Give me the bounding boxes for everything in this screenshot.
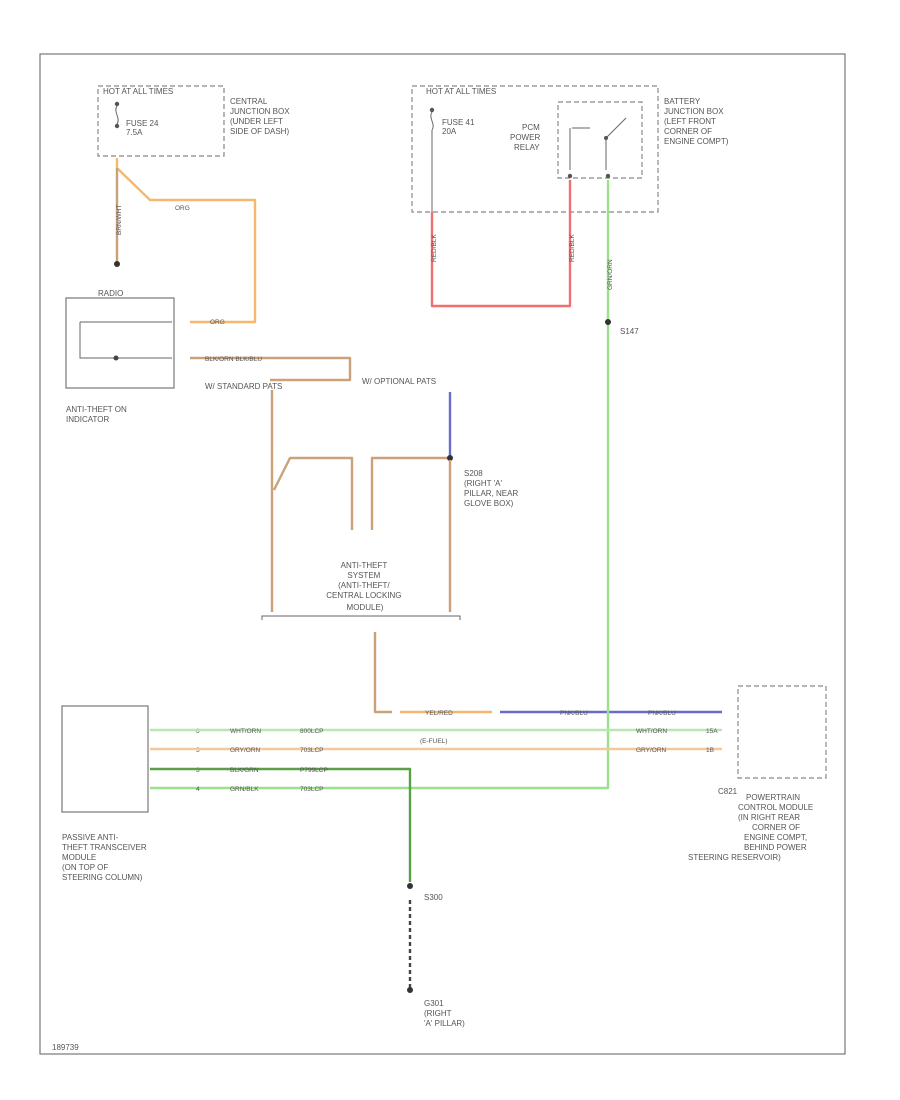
cjb-dashed-box	[97, 85, 225, 157]
pats-box	[61, 705, 149, 813]
radio-box	[65, 297, 175, 389]
row4-wire: GRN/BLK	[230, 786, 259, 793]
wire-label-redblk: RED/BLK	[431, 234, 438, 262]
row2-pin: 1B	[706, 747, 714, 754]
pcm-dashed-box	[737, 685, 827, 779]
wire-label-yelred: YEL/RED	[425, 710, 453, 717]
bjb-label: BATTERY JUNCTION BOX (LEFT FRONT CORNER …	[664, 97, 729, 146]
row1-circuit: 800LCP	[300, 728, 324, 735]
wire-label-redblk-2: RED/BLK	[569, 234, 576, 262]
row1-pin: 15A	[706, 728, 718, 735]
opt-pats-label: W/ OPTIONAL PATS	[362, 377, 436, 386]
pats-pin-3: 3	[196, 767, 200, 774]
wire-label-brnwht: BRN/WHT	[116, 205, 123, 235]
pcm-relay-box	[557, 101, 643, 179]
s208-splice-dot	[447, 455, 453, 461]
fuse41-top-dot	[429, 107, 435, 113]
row3-wire: BLK/GRN	[230, 767, 259, 774]
wire-label-grnorn: GRN/ORN	[607, 259, 614, 290]
antitheft-module-bar	[261, 615, 461, 620]
radio-label: RADIO	[98, 289, 123, 298]
pats-label: PASSIVE ANTI- THEFT TRANSCEIVER MODULE (…	[62, 833, 149, 882]
fuse24-symbol	[115, 105, 119, 125]
wire-label-pnkblu-2: PNK/BLU	[648, 710, 676, 717]
antitheft-system-module: ANTI-THEFT SYSTEM (ANTI-THEFT/ CENTRAL L…	[261, 561, 461, 620]
relay-contacts	[569, 117, 627, 170]
wire-module-out	[373, 632, 392, 714]
wire-label-pnkblu: PNK/BLU	[560, 710, 588, 717]
row2-wire: GRY/ORN	[230, 747, 261, 754]
row1-wire: WHT/ORN	[230, 728, 261, 735]
g301-ground-dot	[407, 987, 413, 993]
pcm-label: POWERTRAIN CONTROL MODULE (IN RIGHT REAR…	[688, 793, 816, 862]
fuse41-symbol	[430, 111, 434, 131]
wire-label-org-2: ORG	[210, 319, 225, 326]
wire-row3	[150, 767, 412, 882]
wire-s208-branch	[370, 456, 448, 530]
s147-splice-dot	[605, 319, 611, 325]
antitheft-system-label: ANTI-THEFT SYSTEM (ANTI-THEFT/ CENTRAL L…	[326, 561, 404, 612]
relay-pin-1	[567, 173, 573, 179]
fuse24-top-dot	[114, 101, 120, 107]
s147-label: S147	[620, 327, 639, 336]
pats-pin-4: 4	[196, 786, 200, 793]
wire-org-radio	[115, 158, 257, 324]
figure-number: 189739	[52, 1043, 79, 1052]
pats-pin-5: 5	[196, 747, 200, 754]
ground-dot-1	[114, 261, 120, 267]
hot-at-all-times-label-2: HOT AT ALL TIMES	[426, 87, 496, 96]
wire-red-blk	[430, 180, 572, 308]
s300-label: S300	[424, 893, 443, 902]
bjb-dashed-box	[411, 85, 659, 213]
row1-wire-pcm: WHT/ORN	[636, 728, 667, 735]
row2-wire-pcm: GRY/ORN	[636, 747, 667, 754]
pats-pin-6: 6	[196, 728, 200, 735]
row4-circuit: 703LCP	[300, 786, 324, 793]
std-pats-label: W/ STANDARD PATS	[205, 382, 282, 391]
wire-label-org: ORG	[175, 205, 190, 212]
pcm-relay-label: PCM POWER RELAY	[510, 123, 542, 152]
radio-component: RADIO ANTI-THEFT ON INDICATOR	[65, 289, 175, 424]
wire-grn-orn	[150, 180, 610, 790]
wire-std-branch-2	[272, 456, 354, 530]
g301-label: G301 (RIGHT 'A' PILLAR)	[424, 999, 465, 1028]
diagram-frame	[39, 53, 846, 1055]
cjb-label: CENTRAL JUNCTION BOX (UNDER LEFT SIDE OF…	[230, 97, 292, 136]
relay-pivot	[604, 136, 608, 140]
row2-circuit: 703LCP	[300, 747, 324, 754]
radio-led-dot	[113, 355, 119, 361]
wire-blk-orn	[190, 356, 352, 382]
hot-at-all-times-label-1: HOT AT ALL TIMES	[103, 87, 173, 96]
efuel-label: (E-FUEL)	[420, 738, 447, 745]
fuse24-bottom-dot	[114, 123, 120, 129]
s300-splice-dot	[407, 883, 413, 889]
pats-module: PASSIVE ANTI- THEFT TRANSCEIVER MODULE (…	[61, 705, 200, 882]
c821-label: C821	[718, 787, 738, 796]
pcm-component: C821 POWERTRAIN CONTROL MODULE (IN RIGHT…	[688, 685, 827, 862]
radio-internal-wiring	[79, 321, 172, 359]
wire-label-blkorn: BLK/ORN BLK/BLU	[205, 356, 262, 363]
relay-pin-2	[605, 173, 611, 179]
s208-label: S208 (RIGHT 'A' PILLAR, NEAR GLOVE BOX)	[464, 469, 520, 508]
row3-circuit: P799LCP	[300, 767, 328, 774]
antitheft-indicator-label: ANTI-THEFT ON INDICATOR	[66, 405, 129, 424]
